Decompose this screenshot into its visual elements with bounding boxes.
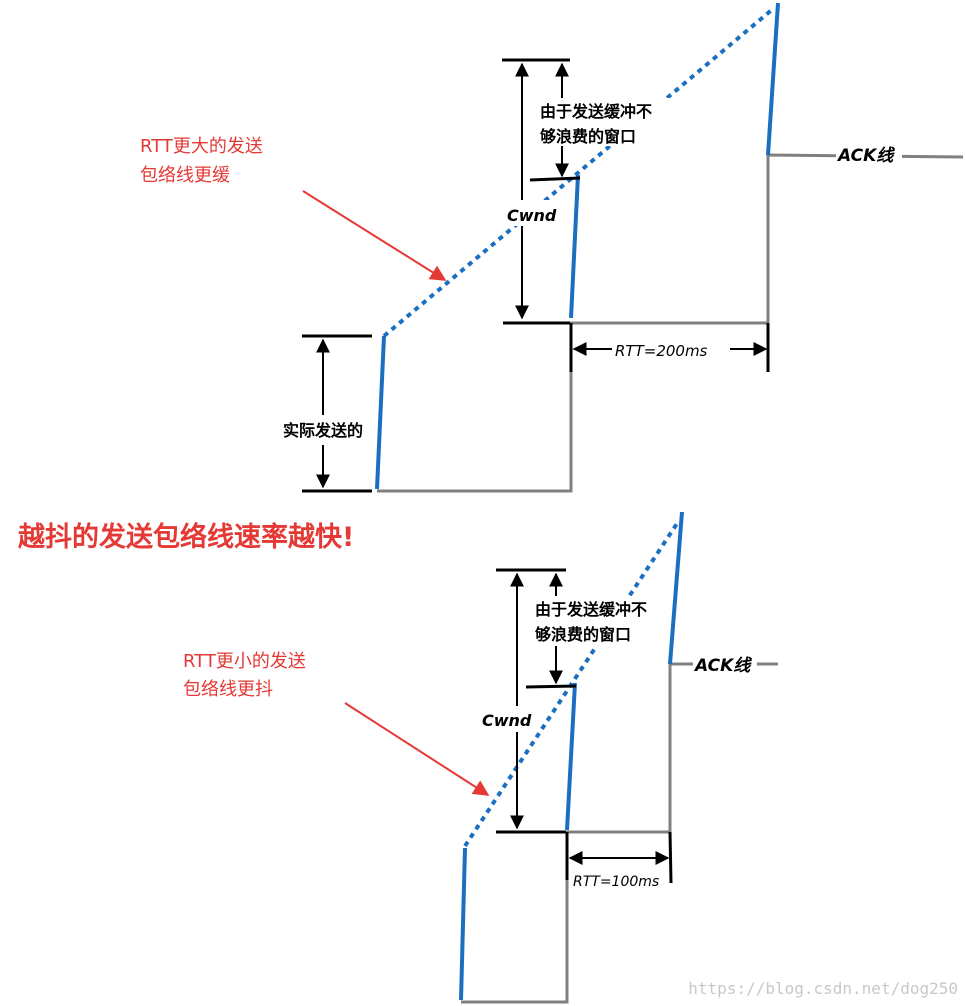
top-ack-line [377, 153, 964, 493]
top-cwnd-label: Cwnd [507, 206, 557, 225]
bottom-diagram: RTT更小的发送 包络线更抖 由于发送缓冲不 够浪费的窗口 Cwnd ACK线 … [183, 511, 778, 1004]
top-annotation-pointer [302, 190, 447, 281]
top-sent-label: 实际发送的 [283, 421, 363, 440]
bottom-ack-label: ACK线 [693, 656, 752, 676]
watermark: https://blog.csdn.net/dog250 [688, 979, 958, 998]
top-annotation-line1: RTT更大的发送 [140, 136, 263, 157]
bottom-window-bottom-bar [525, 684, 577, 689]
top-send-segment-1 [375, 335, 386, 490]
top-send-segment-3 [766, 2, 780, 156]
bottom-rtt-label: RTT=100ms [573, 874, 659, 890]
bottom-window-label-line1: 由于发送缓冲不 [535, 600, 647, 619]
bottom-cwnd-label: Cwnd [482, 711, 532, 730]
top-window-bottom-bar [529, 176, 581, 182]
bottom-annotation-line2: 包络线更抖 [183, 679, 273, 700]
top-envelope-dotted [382, 6, 776, 338]
headline: 越抖的发送包络线速率越快! [18, 521, 354, 553]
bottom-annotation-pointer [344, 702, 490, 796]
bottom-annotation-line1: RTT更小的发送 [183, 651, 306, 672]
bottom-ack-line [461, 662, 778, 1004]
top-rtt-label: RTT=200ms [615, 342, 708, 360]
top-ack-label: ACK线 [836, 146, 895, 166]
top-window-label-line1: 由于发送缓冲不 [540, 102, 652, 121]
bottom-send-segment-2 [565, 682, 577, 831]
bottom-send-segment-1 [459, 847, 467, 1001]
bottom-envelope-dotted [463, 520, 680, 848]
bottom-rtt-right-tick [668, 831, 673, 884]
top-send-segment-2 [569, 174, 580, 319]
top-diagram: RTT更大的发送 包络线更缓 由于发送缓冲不 够浪费的窗口 Cwnd ACK线 … [140, 2, 964, 493]
bottom-window-label-line2: 够浪费的窗口 [534, 625, 631, 644]
top-window-label-line2: 够浪费的窗口 [539, 127, 636, 146]
bottom-send-segment-3 [668, 511, 684, 665]
top-annotation-line2: 包络线更缓 [140, 165, 230, 186]
